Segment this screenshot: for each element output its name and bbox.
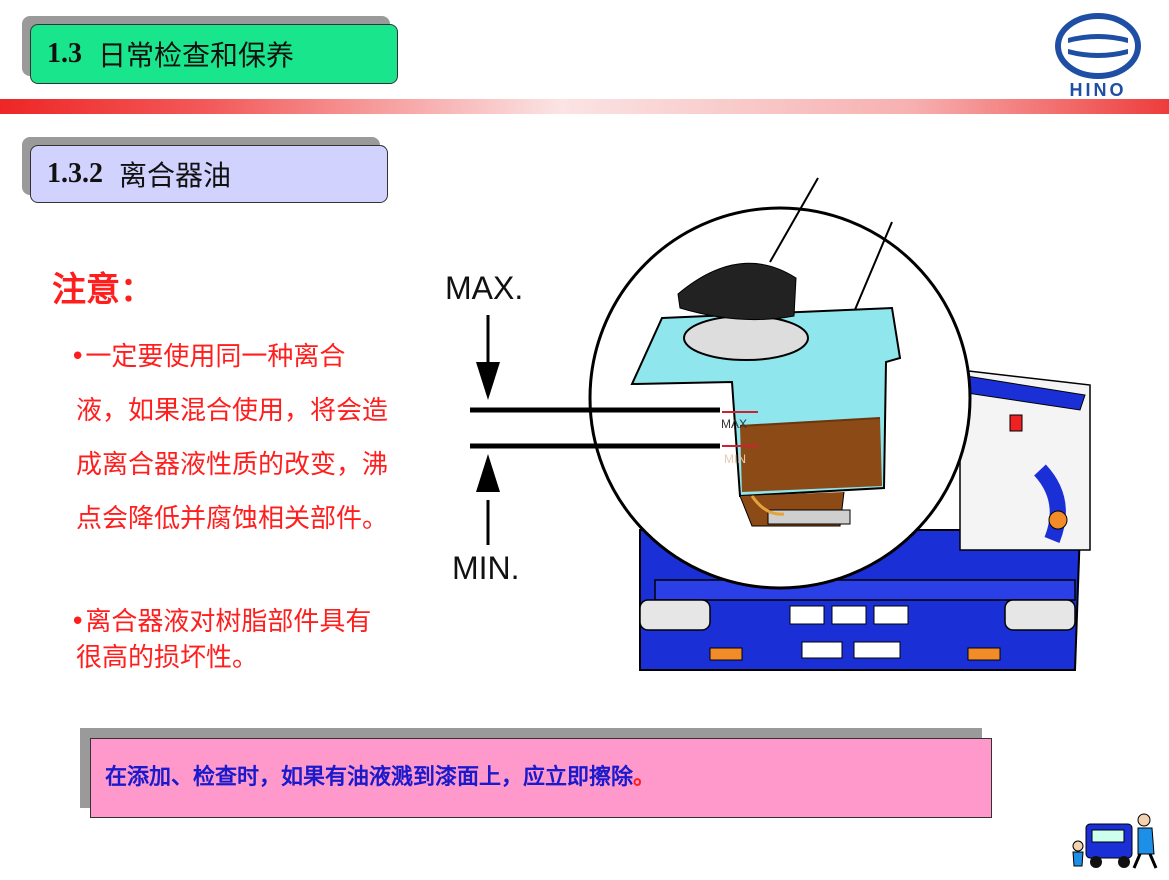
paint-warning-text: 在添加、检查时，如果有油液溅到漆面上，应立即擦除。 bbox=[105, 759, 655, 791]
logo-wordmark: HINO bbox=[1069, 80, 1127, 100]
tank-min-mark: MIN bbox=[724, 452, 746, 466]
min-level-label: MIN. bbox=[452, 550, 520, 586]
section-title-box: 1.3 日常检查和保养 bbox=[30, 24, 398, 84]
up-arrow-icon bbox=[476, 454, 500, 492]
header-divider bbox=[0, 99, 1169, 114]
caution-note: •一定要使用同一种离合液，如果混合使用，将会造成离合器液性质的改变，沸点会降低并… bbox=[70, 330, 396, 546]
subsection-title-box: 1.3.2 离合器油 bbox=[30, 145, 388, 203]
reservoir-cap bbox=[677, 262, 809, 361]
clutch-fluid-reservoir-diagram bbox=[470, 177, 1091, 671]
paint-warning-box: 在添加、检查时，如果有油液溅到漆面上，应立即擦除。 bbox=[90, 738, 992, 818]
caution-heading: 注意： bbox=[52, 270, 154, 310]
mechanic-truck-clipart bbox=[1072, 813, 1158, 869]
subsection-number: 1.3.2 bbox=[47, 158, 103, 189]
hino-logo bbox=[1055, 13, 1141, 79]
tank-max-mark: MAX bbox=[721, 417, 748, 431]
caution-note-text: 一定要使用同一种离合液，如果混合使用，将会造成离合器液性质的改变，沸点会降低并腐… bbox=[76, 342, 389, 534]
bullet: • bbox=[70, 342, 86, 372]
section-title: 日常检查和保养 bbox=[98, 41, 295, 72]
subsection-title: 离合器油 bbox=[119, 161, 232, 192]
max-level-label: MAX. bbox=[445, 270, 524, 306]
paint-warning-end: 。 bbox=[633, 765, 656, 790]
caution-note: •离合器液对树脂部件具有很高的损坏性。 bbox=[70, 604, 396, 676]
fluid-reservoir-tank bbox=[630, 306, 902, 527]
paint-warning-body: 在添加、检查时，如果有油液溅到漆面上，应立即擦除 bbox=[105, 765, 634, 790]
bullet: • bbox=[70, 607, 86, 637]
down-arrow-icon bbox=[476, 362, 500, 400]
caution-note-text: 离合器液对树脂部件具有很高的损坏性。 bbox=[76, 607, 372, 673]
section-number: 1.3 bbox=[47, 38, 82, 69]
